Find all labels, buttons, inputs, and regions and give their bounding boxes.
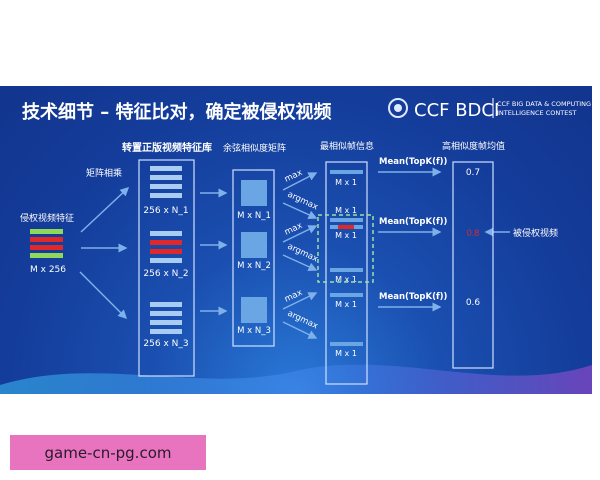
header-most-similar: 最相似帧信息: [320, 140, 374, 152]
svg-text:argmax: argmax: [286, 242, 320, 265]
diagram: 技术细节 – 特征比对，确定被侵权视频 CCF BDCI CCF BIG DAT…: [0, 98, 592, 394]
cosine-matrices: [241, 180, 267, 323]
frame-dim-5: M x 1: [335, 300, 357, 309]
library-dim-1: 256 x N_1: [143, 206, 188, 216]
flow-arrows: [79, 167, 510, 339]
mean-topk-2: Mean(TopK(f)): [379, 217, 448, 227]
frame-bars: [330, 170, 363, 346]
score-3: 0.6: [466, 298, 481, 308]
library-dim-3: 256 x N_3: [143, 339, 188, 349]
mean-topk-3: Mean(TopK(f)): [379, 292, 448, 302]
svg-text:argmax: argmax: [286, 190, 320, 213]
input-dim: M x 256: [30, 265, 66, 275]
infringed-label: 被侵权视频: [513, 227, 558, 239]
frame-dim-3: M x 1: [335, 231, 357, 240]
matrix-dim-2: M x N_2: [237, 261, 271, 271]
slide-title: 技术细节 – 特征比对，确定被侵权视频: [22, 101, 332, 123]
library-box: [138, 159, 195, 377]
svg-text:max: max: [283, 168, 304, 185]
wave-decoration: [0, 364, 592, 394]
library-dim-2: 256 x N_2: [143, 269, 188, 279]
matrix-dim-3: M x N_3: [237, 326, 271, 336]
input-label: 侵权视频特征: [20, 212, 74, 224]
watermark-text: game-cn-pg.com: [44, 443, 172, 462]
watermark-banner: game-cn-pg.com: [10, 435, 206, 470]
matrix-dim-1: M x N_1: [237, 211, 271, 221]
mean-box: [452, 161, 494, 369]
cosine-box: [232, 169, 275, 347]
svg-text:max: max: [283, 221, 304, 238]
matmul-label: 矩阵相乘: [86, 167, 122, 179]
header-cosine: 余弦相似度矩阵: [223, 142, 286, 154]
svg-text:max: max: [283, 288, 304, 305]
svg-text:CCF BIG DATA & COMPUTING: CCF BIG DATA & COMPUTING: [497, 100, 591, 108]
score-1: 0.7: [466, 168, 480, 178]
header-library: 转置正版视频特征库: [122, 141, 212, 154]
frame-dim-1: M x 1: [335, 178, 357, 187]
svg-text:CCF BDCI: CCF BDCI: [414, 100, 499, 121]
header-mean: 高相似度帧均值: [442, 140, 505, 152]
frame-dim-6: M x 1: [335, 349, 357, 358]
frame-dim-4: M x 1: [335, 275, 357, 284]
score-2: 0.8: [467, 228, 480, 238]
highlight-dashed-box: [317, 214, 374, 283]
slide: 技术细节 – 特征比对，确定被侵权视频 CCF BDCI CCF BIG DAT…: [0, 86, 592, 394]
input-feature-bars: [30, 229, 63, 258]
mean-topk-1: Mean(TopK(f)): [379, 157, 448, 167]
svg-text:INTELLIGENCE CONTEST: INTELLIGENCE CONTEST: [497, 109, 576, 117]
ccf-bdci-logo: CCF BDCI CCF BIG DATA & COMPUTING INTELL…: [388, 98, 591, 121]
svg-text:argmax: argmax: [286, 309, 320, 332]
frame-dim-2: M x 1: [335, 206, 357, 215]
library-bars: [150, 166, 182, 334]
frame-info-box: [325, 161, 368, 385]
